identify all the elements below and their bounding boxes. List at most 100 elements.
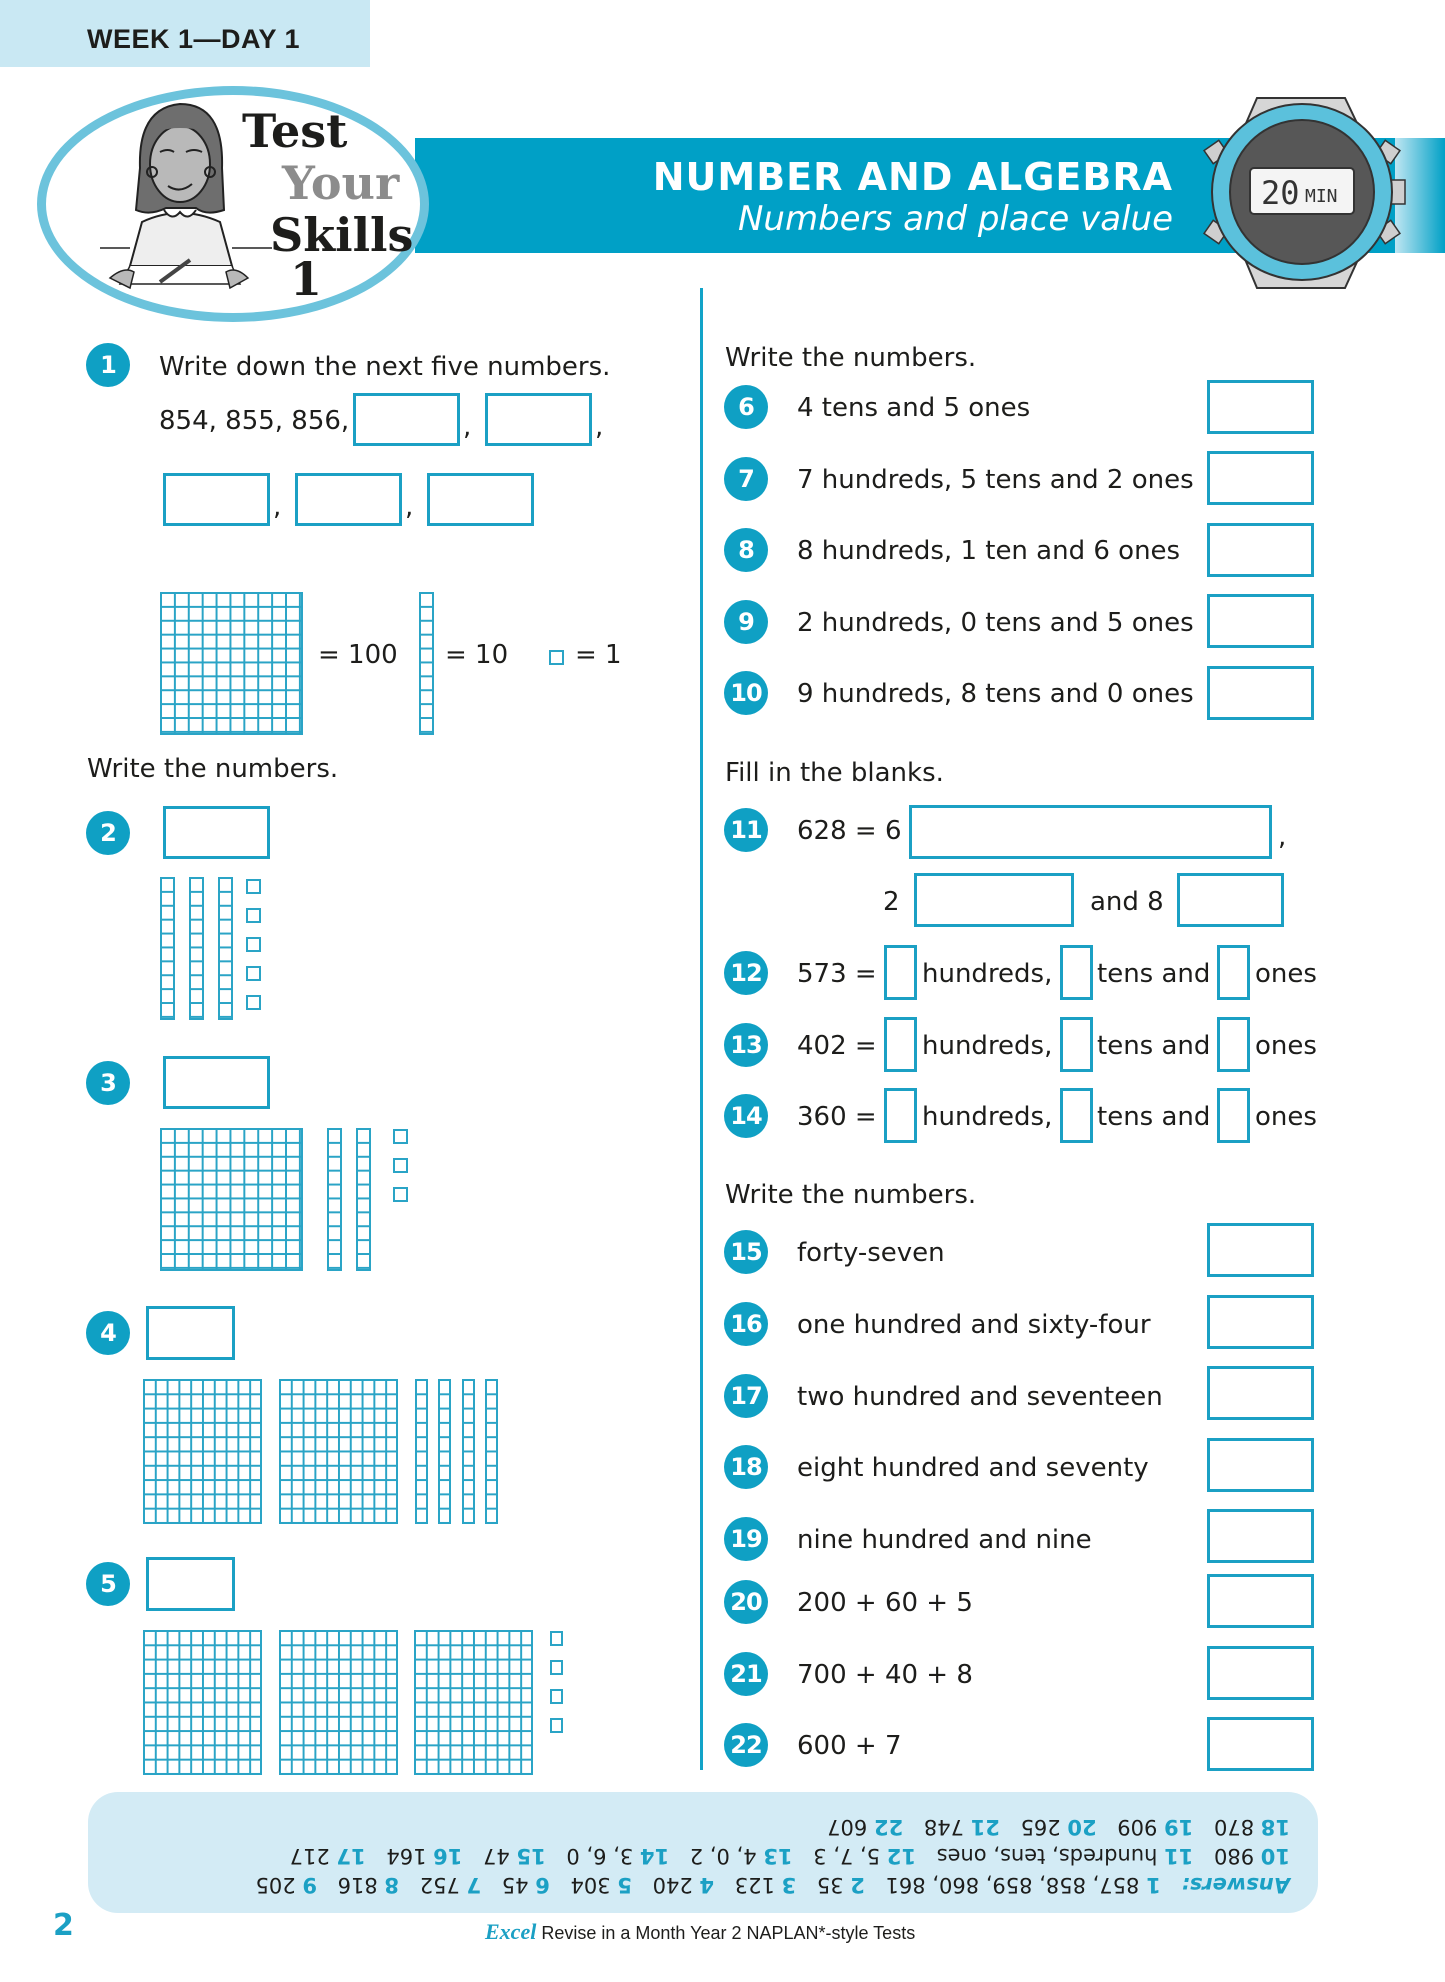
- question-number-5: 5: [86, 1562, 130, 1606]
- section-subtitle: Numbers and place value: [737, 199, 1173, 239]
- q13-hundreds-box[interactable]: [884, 1017, 917, 1072]
- ten-rod-icon: [419, 592, 434, 735]
- question-number-7: 7: [724, 457, 768, 501]
- q20-answer-box[interactable]: [1207, 1574, 1314, 1628]
- q11-answer-box-tens[interactable]: [914, 873, 1074, 927]
- legend-ten-label: = 10: [445, 640, 509, 670]
- q21-text: 700 + 40 + 8: [797, 1660, 973, 1690]
- column-divider: [700, 288, 703, 1770]
- q14-lhs: 360 =: [797, 1102, 877, 1132]
- svg-text:MIN: MIN: [1305, 186, 1338, 207]
- ten-rod-icon: [356, 1128, 371, 1271]
- tens-label: tens and: [1097, 1031, 1211, 1061]
- q22-text: 600 + 7: [797, 1731, 902, 1761]
- question-number-1: 1: [86, 343, 130, 387]
- answers-upside-down: Answers: 1 857, 858, 859, 860, 861 2 35 …: [88, 1792, 1318, 1913]
- one-cube-icon: [550, 1718, 563, 1733]
- q12-ones-box[interactable]: [1217, 945, 1250, 1000]
- q1-answer-box-5[interactable]: [427, 473, 534, 526]
- q14-tens-box[interactable]: [1060, 1088, 1093, 1143]
- q22-answer-box[interactable]: [1207, 1717, 1314, 1771]
- question-number-11: 11: [724, 808, 768, 852]
- question-number-9: 9: [724, 600, 768, 644]
- q7-text: 7 hundreds, 5 tens and 2 ones: [797, 465, 1194, 495]
- badge-line-skills: Skills: [270, 208, 414, 262]
- q15-text: forty-seven: [797, 1238, 945, 1268]
- question-number-20: 20: [724, 1580, 768, 1624]
- q12-tens-box[interactable]: [1060, 945, 1093, 1000]
- question-number-16: 16: [724, 1302, 768, 1346]
- q2-answer-box[interactable]: [163, 806, 270, 859]
- q6-answer-box[interactable]: [1207, 380, 1314, 434]
- q16-text: one hundred and sixty-four: [797, 1310, 1151, 1340]
- q9-answer-box[interactable]: [1207, 594, 1314, 648]
- q19-answer-box[interactable]: [1207, 1509, 1314, 1563]
- q1-answer-box-3[interactable]: [163, 473, 270, 526]
- q13-ones-box[interactable]: [1217, 1017, 1250, 1072]
- q14-ones-box[interactable]: [1217, 1088, 1250, 1143]
- q1-answer-box-2[interactable]: [485, 393, 592, 446]
- q11-answer-box-hundreds[interactable]: [909, 805, 1272, 859]
- question-number-13: 13: [724, 1023, 768, 1067]
- q3-answer-box[interactable]: [163, 1056, 270, 1109]
- question-number-21: 21: [724, 1652, 768, 1696]
- one-cube-icon: [549, 650, 564, 665]
- answers-line-1: Answers: 1 857, 858, 859, 860, 861 2 35 …: [255, 1873, 1290, 1897]
- q14-hundreds-box[interactable]: [884, 1088, 917, 1143]
- legend-one-label: = 1: [575, 640, 622, 670]
- comma: ,: [463, 412, 472, 442]
- one-cube-icon: [550, 1689, 563, 1704]
- legend-hundred-label: = 100: [318, 640, 398, 670]
- q20-text: 200 + 60 + 5: [797, 1588, 973, 1618]
- q15-answer-box[interactable]: [1207, 1223, 1314, 1277]
- q11-lhs: 628 = 6: [797, 816, 902, 846]
- q18-answer-box[interactable]: [1207, 1438, 1314, 1492]
- q11-and8: and 8: [1090, 887, 1164, 917]
- right-instruction-3: Write the numbers.: [725, 1180, 977, 1210]
- q17-text: two hundred and seventeen: [797, 1382, 1163, 1412]
- hundreds-label: hundreds,: [922, 1102, 1053, 1132]
- badge-line-your: Your: [282, 156, 400, 210]
- q1-answer-box-4[interactable]: [295, 473, 402, 526]
- one-cube-icon: [246, 995, 261, 1010]
- q12-hundreds-box[interactable]: [884, 945, 917, 1000]
- one-cube-icon: [550, 1660, 563, 1675]
- q13-tens-box[interactable]: [1060, 1017, 1093, 1072]
- q17-answer-box[interactable]: [1207, 1366, 1314, 1420]
- q7-answer-box[interactable]: [1207, 451, 1314, 505]
- answers-panel: Answers: 1 857, 858, 859, 860, 861 2 35 …: [88, 1792, 1318, 1913]
- q10-answer-box[interactable]: [1207, 666, 1314, 720]
- question-number-6: 6: [724, 385, 768, 429]
- hundred-block-icon: [143, 1630, 262, 1775]
- question-number-19: 19: [724, 1517, 768, 1561]
- question-number-8: 8: [724, 528, 768, 572]
- brand-logo: Excel: [485, 1919, 537, 1944]
- ten-rod-icon: [160, 877, 175, 1020]
- section-title: NUMBER AND ALGEBRA: [652, 155, 1173, 199]
- hundreds-label: hundreds,: [922, 959, 1053, 989]
- question-number-18: 18: [724, 1445, 768, 1489]
- q4-answer-box[interactable]: [146, 1306, 235, 1360]
- q11-answer-box-ones[interactable]: [1177, 873, 1284, 927]
- student-illustration-icon: [100, 102, 272, 290]
- one-cube-icon: [393, 1158, 408, 1173]
- stopwatch-timer-icon: 20 MIN: [1202, 97, 1406, 289]
- ones-label: ones: [1255, 1031, 1317, 1061]
- badge-line-test: Test: [242, 104, 348, 158]
- hundred-block-icon: [160, 1128, 303, 1271]
- q8-answer-box[interactable]: [1207, 523, 1314, 577]
- question-number-17: 17: [724, 1374, 768, 1418]
- q21-answer-box[interactable]: [1207, 1646, 1314, 1700]
- q1-answer-box-1[interactable]: [353, 393, 460, 446]
- left-instruction: Write the numbers.: [87, 754, 339, 784]
- page-number: 2: [53, 1908, 74, 1943]
- q5-answer-box[interactable]: [146, 1557, 235, 1611]
- one-cube-icon: [550, 1631, 563, 1646]
- question-number-15: 15: [724, 1230, 768, 1274]
- q16-answer-box[interactable]: [1207, 1295, 1314, 1349]
- ones-label: ones: [1255, 959, 1317, 989]
- week-day-label: WEEK 1—DAY 1: [87, 24, 301, 54]
- right-instruction-1: Write the numbers.: [725, 343, 977, 373]
- svg-text:20: 20: [1261, 174, 1300, 212]
- answers-label: Answers:: [1181, 1873, 1290, 1897]
